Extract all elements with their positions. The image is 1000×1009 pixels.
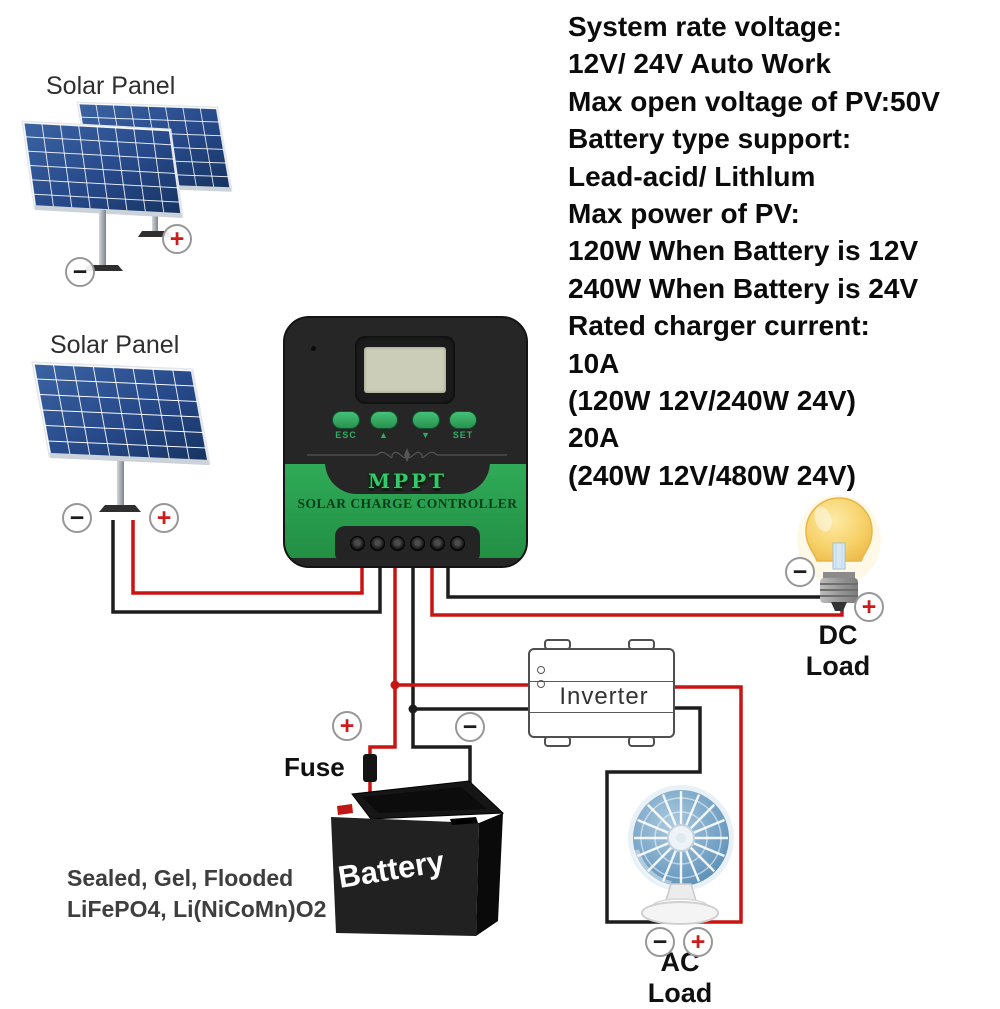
lcd-bezel — [355, 336, 455, 404]
dc-load-minus-icon: − — [785, 557, 815, 587]
panel-top-minus-icon: − — [65, 257, 95, 287]
panel-mid-plus-icon: + — [149, 503, 179, 533]
inverter-mount-tab — [628, 639, 655, 650]
inverter-mount-tab — [544, 736, 571, 747]
spec-line: 10A — [568, 347, 620, 379]
spec-line: Max power of PV: — [568, 198, 800, 230]
terminal — [390, 535, 405, 551]
positive-junction-dot — [390, 680, 400, 690]
spec-line: Lead-acid/ Lithlum — [568, 160, 816, 192]
fan — [628, 785, 734, 925]
charge-controller: ESC ▲ ▼ SET MPPT SOLAR CHARGE CONTROLLER — [283, 316, 528, 568]
spec-line: Battery type support: — [568, 123, 852, 155]
panel-mid-minus-icon: − — [62, 503, 92, 533]
controller-title: SOLAR CHARGE CONTROLLER — [297, 496, 518, 511]
fuse-label: Fuse — [284, 752, 345, 782]
esc-button — [332, 411, 360, 429]
set-button-label: SET — [452, 430, 474, 440]
positive-wires — [131, 520, 844, 924]
spec-text-block: System rate voltage: 12V/ 24V Auto Work … — [568, 8, 993, 494]
negative-junction-dot — [408, 704, 418, 714]
terminal-strip — [335, 526, 480, 560]
spec-line: 120W When Battery is 12V — [568, 235, 919, 267]
spec-line: Rated charger current: — [568, 310, 870, 342]
led-hole — [311, 346, 316, 351]
dc-load-label: DC Load — [805, 620, 871, 681]
up-arrow-icon: ▲ — [379, 430, 389, 440]
down-button — [412, 411, 440, 429]
fuse-body — [363, 754, 377, 782]
inverter-label: Inverter — [559, 683, 649, 710]
spec-line: (240W 12V/480W 24V) — [568, 459, 856, 491]
spec-line: System rate voltage: — [568, 11, 842, 42]
terminal — [410, 535, 425, 551]
solar-panel-top-front — [21, 120, 184, 218]
spec-line: 20A — [568, 422, 620, 454]
terminal — [430, 535, 445, 551]
inverter-panel-line — [530, 681, 673, 682]
terminal — [350, 535, 365, 551]
inverter-panel-line — [530, 712, 673, 713]
panel-top-plus-icon: + — [162, 224, 192, 254]
inverter-screw — [537, 666, 545, 674]
inverter-mount-tab — [544, 639, 571, 650]
battery-minus-icon: − — [455, 712, 485, 742]
battery-types-line1: Sealed, Gel, Flooded — [67, 865, 294, 891]
spec-line: 240W When Battery is 24V — [568, 272, 919, 304]
dc-load-plus-icon: + — [854, 592, 884, 622]
light-bulb — [797, 495, 881, 611]
terminal — [450, 535, 465, 551]
battery: Battery — [331, 780, 505, 936]
flourish-ornament — [307, 448, 507, 462]
inverter: Inverter — [528, 639, 675, 747]
esc-button-label: ESC — [335, 430, 357, 440]
inverter-mount-tab — [628, 736, 655, 747]
controller-tongue: MPPT — [325, 462, 490, 494]
solar-panel-top-label: Solar Panel — [46, 72, 176, 100]
battery-plus-icon: + — [332, 711, 362, 741]
inverter-screw — [537, 680, 545, 688]
mppt-brand-label: MPPT — [367, 469, 448, 493]
solar-panel-mid — [31, 361, 211, 466]
battery-types-text: Sealed, Gel, Flooded LiFePO4, Li(NiCoMn)… — [67, 863, 326, 925]
set-button — [449, 411, 477, 429]
spec-line: 12V/ 24V Auto Work — [568, 48, 831, 80]
up-button — [370, 411, 398, 429]
spec-line: Max open voltage of PV:50V — [568, 85, 940, 117]
down-arrow-icon: ▼ — [421, 430, 431, 440]
solar-panel-mid-pole — [99, 450, 141, 512]
spec-line: (120W 12V/240W 24V) — [568, 385, 856, 417]
ac-load-minus-icon: − — [645, 927, 675, 957]
battery-types-line2: LiFePO4, Li(NiCoMn)O2 — [67, 896, 327, 922]
negative-wires — [111, 520, 824, 924]
ac-load-plus-icon: + — [683, 927, 713, 957]
terminal — [370, 535, 385, 551]
solar-panel-mid-label: Solar Panel — [50, 331, 180, 359]
lcd-screen — [364, 347, 446, 393]
